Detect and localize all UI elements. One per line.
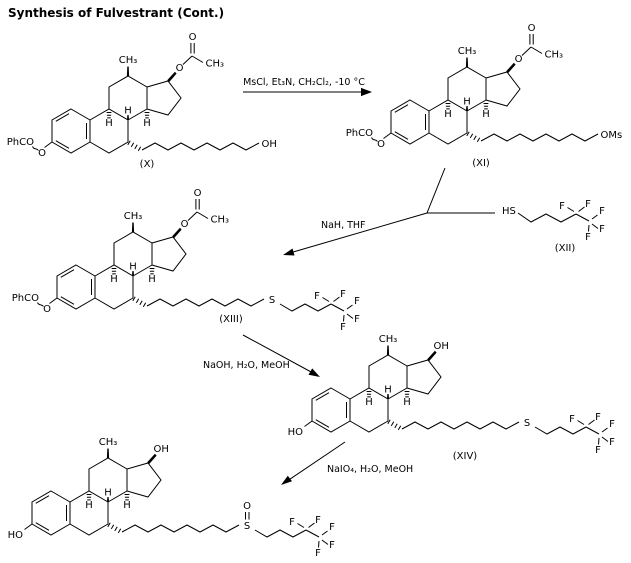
chain-use <box>141 142 260 151</box>
acetate-use <box>180 187 230 231</box>
atom-label-s: S <box>524 418 530 429</box>
pentafluoro-tail-use <box>558 198 606 244</box>
compound-label-x: (X) <box>140 159 155 170</box>
structure-xiii: S (XIII) <box>11 187 360 333</box>
c17-oh-use <box>153 444 169 455</box>
atom-label-sulfoxide-o: O <box>243 501 251 512</box>
structure-x: OH (X) <box>6 31 277 170</box>
page-title: Synthesis of Fulvestrant (Cont.) <box>8 6 224 20</box>
atom-label-hs: HS <box>502 206 516 217</box>
obz-use <box>6 136 47 160</box>
reaction-arrow-3 <box>242 334 314 374</box>
atom-label-s: S <box>269 295 275 306</box>
structure-xiv: S (XIV) <box>287 333 616 462</box>
compound-label-xii: (XII) <box>555 243 576 254</box>
reaction-arrowhead-3 <box>308 368 320 377</box>
thiol-chain-bond <box>517 212 577 223</box>
reaction-step-1: MsCl, Et₃N, CH₂Cl₂, -10 °C <box>243 77 372 97</box>
steroid-core-use <box>383 45 521 145</box>
steroid-core-use <box>304 333 442 433</box>
chain-end-label: OH <box>262 139 277 150</box>
sulfoxide-group: S O <box>243 501 251 532</box>
steroid-core-use <box>44 54 182 154</box>
phenol-ho-use <box>287 427 304 438</box>
structure-xi: OMs (XI) <box>345 22 623 169</box>
s-tail-use <box>255 515 335 559</box>
reagents-step-3: NaOH, H₂O, MeOH <box>203 360 290 371</box>
branch-lines <box>287 167 495 254</box>
chain-end-label: OMs <box>601 130 623 141</box>
acetate-use <box>514 22 564 66</box>
structure-fulvestrant: S O <box>7 436 336 559</box>
steroid-core-use <box>24 436 162 536</box>
compound-xii: HS (XII) <box>502 198 606 254</box>
reagents-step-2: NaH, THF <box>321 220 366 231</box>
obz-use <box>11 292 52 316</box>
c17-oh-use <box>433 341 449 352</box>
acetate-use <box>175 31 225 75</box>
steroid-core-use <box>49 210 187 310</box>
chain-use <box>121 524 240 533</box>
s-o-double-bond <box>245 512 250 520</box>
reaction-arrow-4 <box>287 441 346 482</box>
atom-label-s: S <box>244 521 250 532</box>
chain-use <box>480 133 599 142</box>
reaction-arrowhead-2 <box>283 248 295 256</box>
s-tail-use <box>280 289 360 333</box>
reagents-step-4: NaIO₄, H₂O, MeOH <box>327 464 413 475</box>
chain-use <box>401 421 520 430</box>
compound-label-xiii: (XIII) <box>219 314 243 325</box>
reaction-step-3: NaOH, H₂O, MeOH <box>203 334 320 377</box>
reaction-step-4: NaIO₄, H₂O, MeOH <box>281 441 413 485</box>
reaction-step-2: NaH, THF <box>283 167 495 256</box>
s-tail-use <box>535 412 615 456</box>
reaction-arrowhead-1 <box>361 87 372 97</box>
compound-label-xi: (XI) <box>472 158 490 169</box>
phenol-ho-use <box>7 530 24 541</box>
reagents-step-1: MsCl, Et₃N, CH₂Cl₂, -10 °C <box>243 77 365 88</box>
reaction-arrowhead-4 <box>281 475 292 485</box>
compound-label-xiv: (XIV) <box>453 451 478 462</box>
obz-use <box>345 127 386 151</box>
chain-use <box>146 298 265 307</box>
